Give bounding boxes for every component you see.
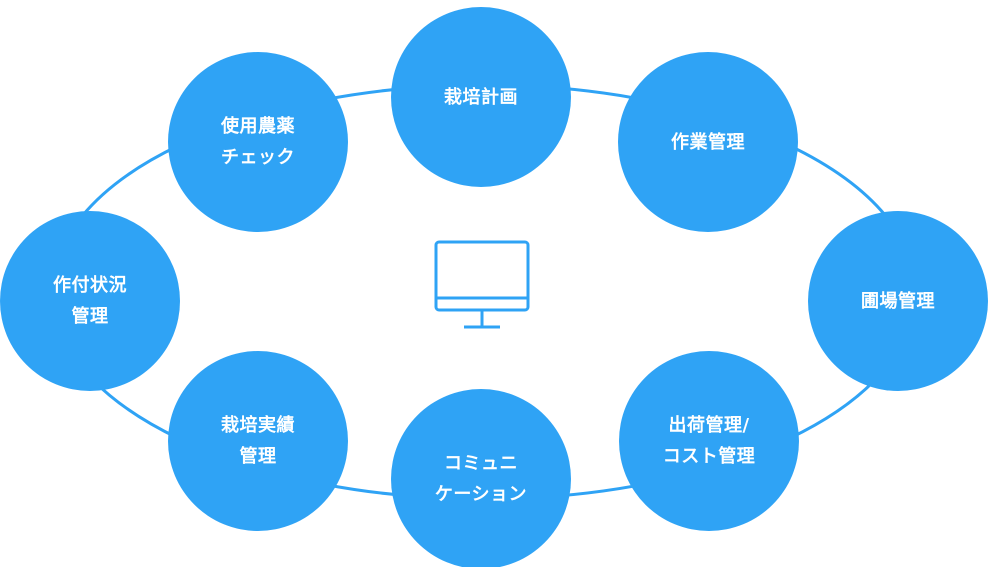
node-label-communication: コミュニ ケーション <box>434 453 528 505</box>
node-label-saibai-keikaku: 栽培計画 <box>444 86 518 108</box>
node-shukka-kanri: 出荷管理/ コスト管理 <box>619 351 799 531</box>
node-saibai-jisseki: 栽培実績 管理 <box>168 351 348 531</box>
node-label-noyaku: 使用農薬 チェック <box>221 116 295 168</box>
node-label-shukka-kanri: 出荷管理/ コスト管理 <box>662 415 756 467</box>
node-communication: コミュニ ケーション <box>391 389 571 567</box>
node-hojo-kanri: 圃場管理 <box>808 211 988 391</box>
node-label-sagyo-kanri: 作業管理 <box>671 131 745 153</box>
monitor-icon <box>434 240 530 329</box>
node-label-hojo-kanri: 圃場管理 <box>861 290 935 312</box>
node-noyaku: 使用農薬 チェック <box>168 52 348 232</box>
node-label-sakutsuke: 作付状況 管理 <box>53 275 127 327</box>
node-sagyo-kanri: 作業管理 <box>618 52 798 232</box>
node-saibai-keikaku: 栽培計画 <box>391 7 571 187</box>
node-label-saibai-jisseki: 栽培実績 管理 <box>221 415 295 467</box>
node-sakutsuke: 作付状況 管理 <box>0 211 180 391</box>
